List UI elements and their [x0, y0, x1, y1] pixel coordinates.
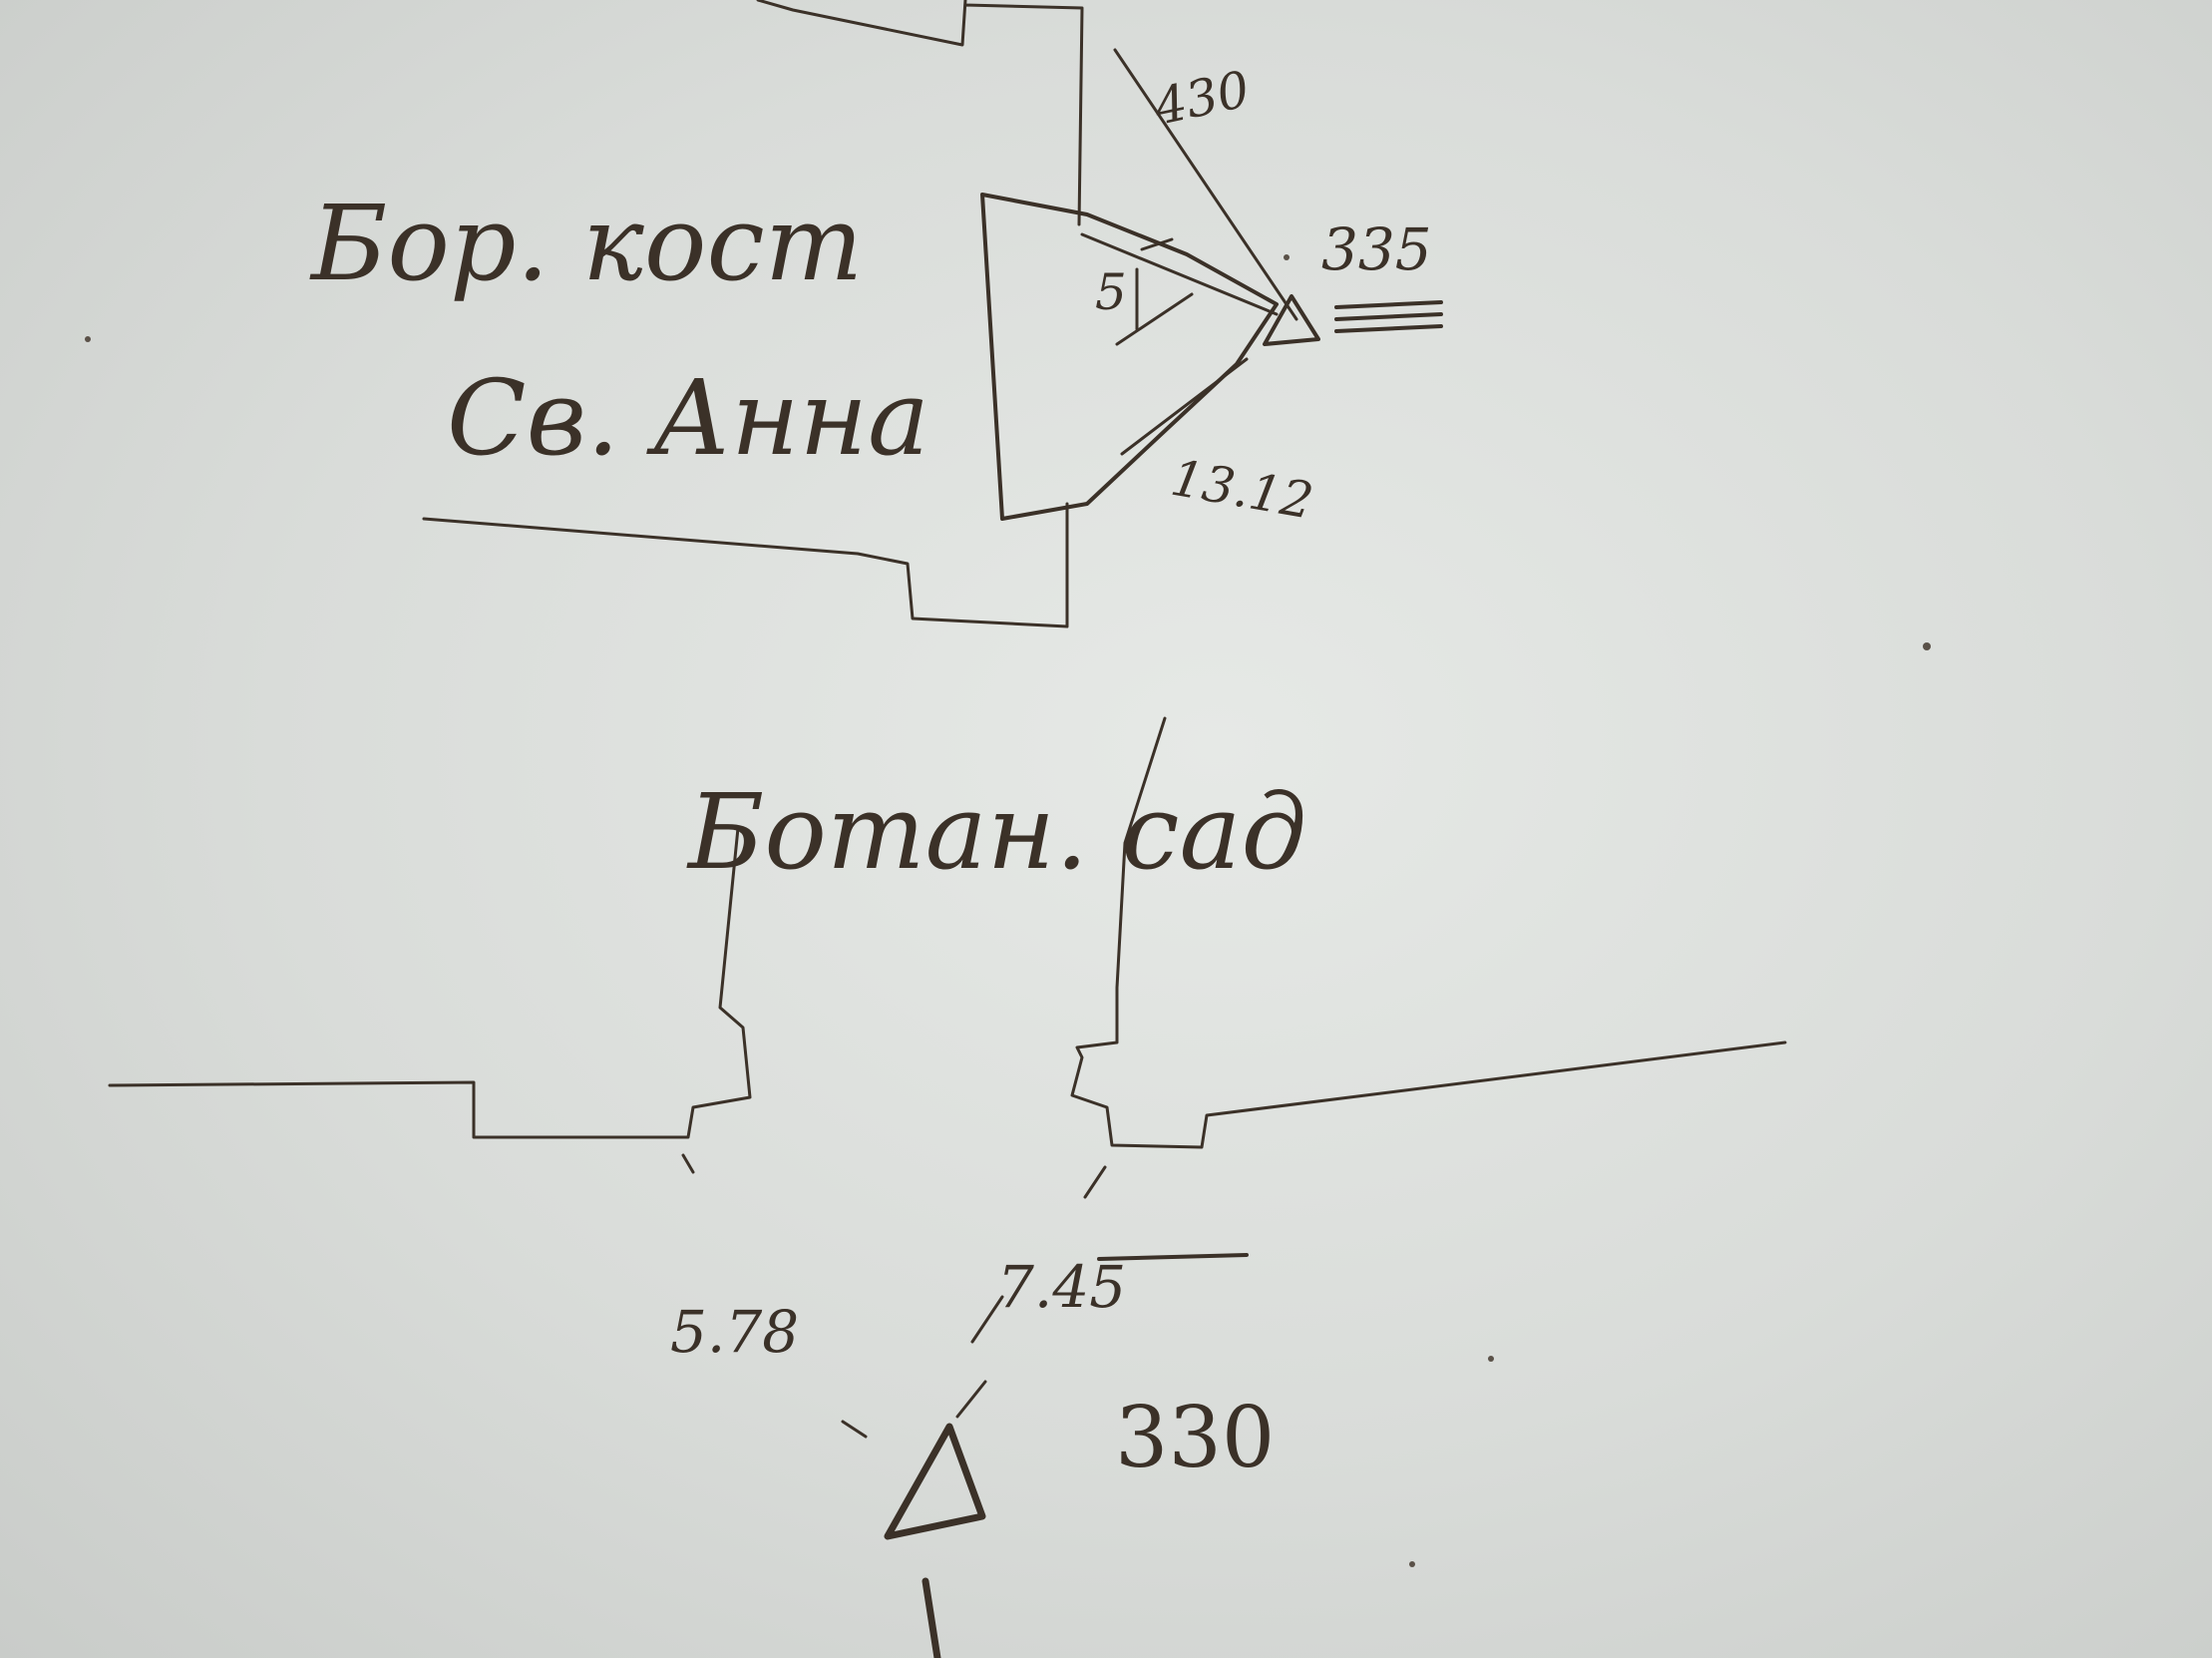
lower-station-triangle [884, 1423, 986, 1540]
upper-inner-mark [1115, 237, 1194, 346]
lower-distance-left: 5.78 [670, 1298, 799, 1366]
paper-specks [85, 254, 1931, 1567]
lower-pencil-mark [922, 1577, 941, 1658]
upper-station-triangle [1263, 294, 1320, 346]
upper-sight-line-south [1120, 357, 1249, 456]
upper-label-line2: Св. Анна [447, 357, 929, 479]
upper-wall-line [422, 502, 1069, 628]
upper-station-number: 335 [1321, 215, 1432, 283]
lower-sketch: Ботан. сад 5.78 7.45 330 [108, 716, 1787, 1658]
lower-sight-line-left [681, 1153, 868, 1439]
lower-left-wall [108, 826, 752, 1139]
lower-sight-line-right [955, 1165, 1107, 1419]
upper-label-line1: Бор. кост [309, 183, 863, 304]
lower-distance-right: 7.45 [997, 1253, 1126, 1321]
upper-building-outline-top [756, 0, 1084, 226]
lower-label-underline [1097, 1253, 1249, 1261]
upper-sketch: Бор. кост Св. Анна 430 13.12 5 335 [309, 0, 1443, 628]
upper-church-outline [980, 193, 1279, 521]
upper-distance-north: 430 [1148, 60, 1254, 137]
lower-label: Ботан. сад [686, 771, 1306, 893]
upper-station-underline [1334, 300, 1443, 333]
upper-distance-south: 13.12 [1167, 449, 1317, 531]
upper-sight-line-center [1080, 232, 1279, 316]
lower-station-number: 330 [1115, 1389, 1275, 1486]
upper-small-mark: 5 [1095, 263, 1127, 321]
upper-sight-line-north [1113, 48, 1298, 321]
lower-right-wall [1070, 716, 1787, 1149]
